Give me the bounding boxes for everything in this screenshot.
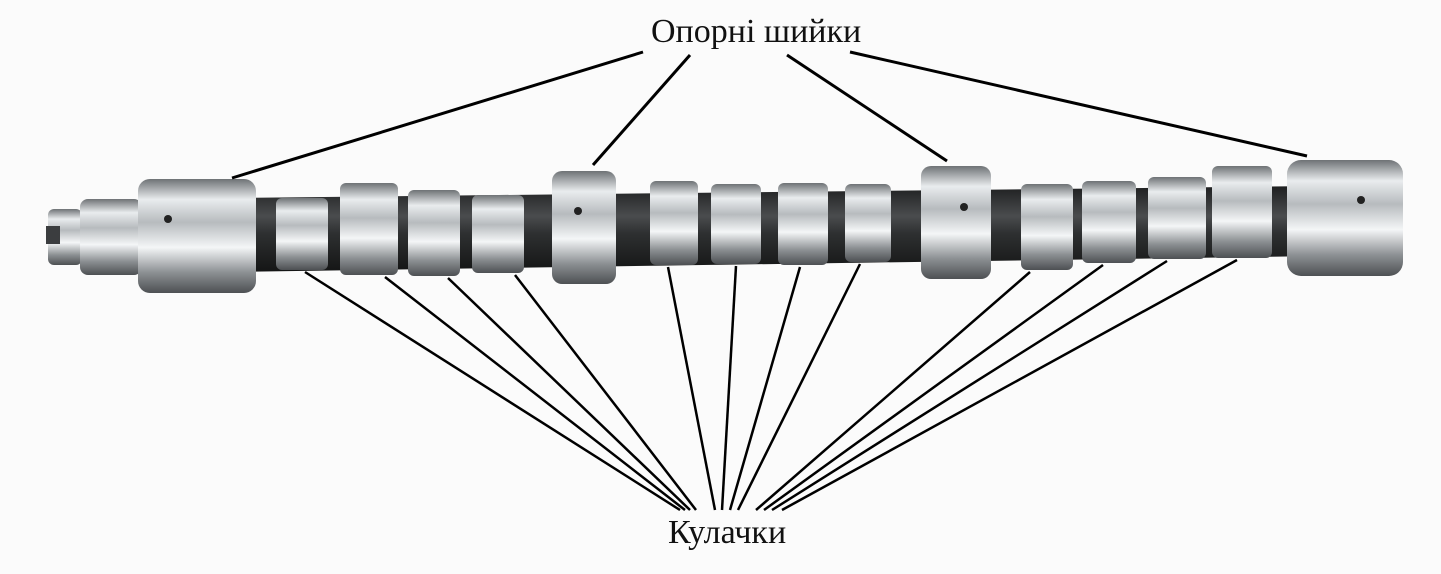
cams-label: Кулачки bbox=[668, 514, 787, 551]
cam-leader-line-2 bbox=[384, 276, 686, 511]
cam-3 bbox=[408, 190, 460, 276]
cam-leader-line-7 bbox=[728, 266, 802, 511]
journal-2-oil-hole bbox=[574, 207, 582, 215]
journals-label: Опорні шийки bbox=[651, 13, 862, 50]
cam-6 bbox=[711, 184, 761, 264]
cam-11 bbox=[1148, 177, 1206, 259]
journal-leader-line-3 bbox=[786, 53, 948, 163]
cam-leader-line-11 bbox=[771, 259, 1168, 512]
cams bbox=[276, 166, 1272, 276]
cam-leader-line-9 bbox=[755, 271, 1031, 511]
cam-leader-line-1 bbox=[304, 270, 681, 512]
journals bbox=[138, 160, 1403, 293]
journal-3 bbox=[921, 166, 991, 279]
cam-12 bbox=[1212, 166, 1272, 258]
cam-1 bbox=[276, 198, 328, 270]
journal-leader-line-1 bbox=[231, 50, 644, 180]
cam-leader-line-12 bbox=[781, 258, 1238, 512]
journal-leader-line-2 bbox=[591, 54, 692, 166]
cam-leader-line-4 bbox=[514, 274, 697, 511]
cam-leader-line-3 bbox=[447, 277, 691, 511]
journal-leader-line-4 bbox=[849, 50, 1308, 158]
cam-5 bbox=[650, 181, 698, 265]
journal-leader-lines bbox=[231, 50, 1308, 180]
journal-4-oil-hole bbox=[1357, 196, 1365, 204]
camshaft bbox=[46, 160, 1403, 293]
cam-8 bbox=[845, 184, 891, 262]
journal-1 bbox=[138, 179, 256, 293]
shaft-nose bbox=[48, 209, 82, 265]
shaft-nose-slot bbox=[46, 226, 60, 244]
journal-2 bbox=[552, 171, 616, 284]
journal-3-oil-hole bbox=[960, 203, 968, 211]
cam-leader-line-10 bbox=[763, 263, 1104, 512]
cam-7 bbox=[778, 183, 828, 265]
cam-leader-line-5 bbox=[666, 266, 717, 511]
cam-leader-line-6 bbox=[720, 265, 738, 511]
journal-4 bbox=[1287, 160, 1403, 276]
cam-9 bbox=[1021, 184, 1073, 270]
cam-2 bbox=[340, 183, 398, 275]
journal-1-oil-hole bbox=[164, 215, 172, 223]
cam-10 bbox=[1082, 181, 1136, 263]
cam-leader-lines bbox=[304, 258, 1238, 512]
shaft-front-step bbox=[80, 199, 142, 275]
cam-4 bbox=[472, 195, 524, 273]
cam-leader-line-8 bbox=[736, 263, 862, 511]
